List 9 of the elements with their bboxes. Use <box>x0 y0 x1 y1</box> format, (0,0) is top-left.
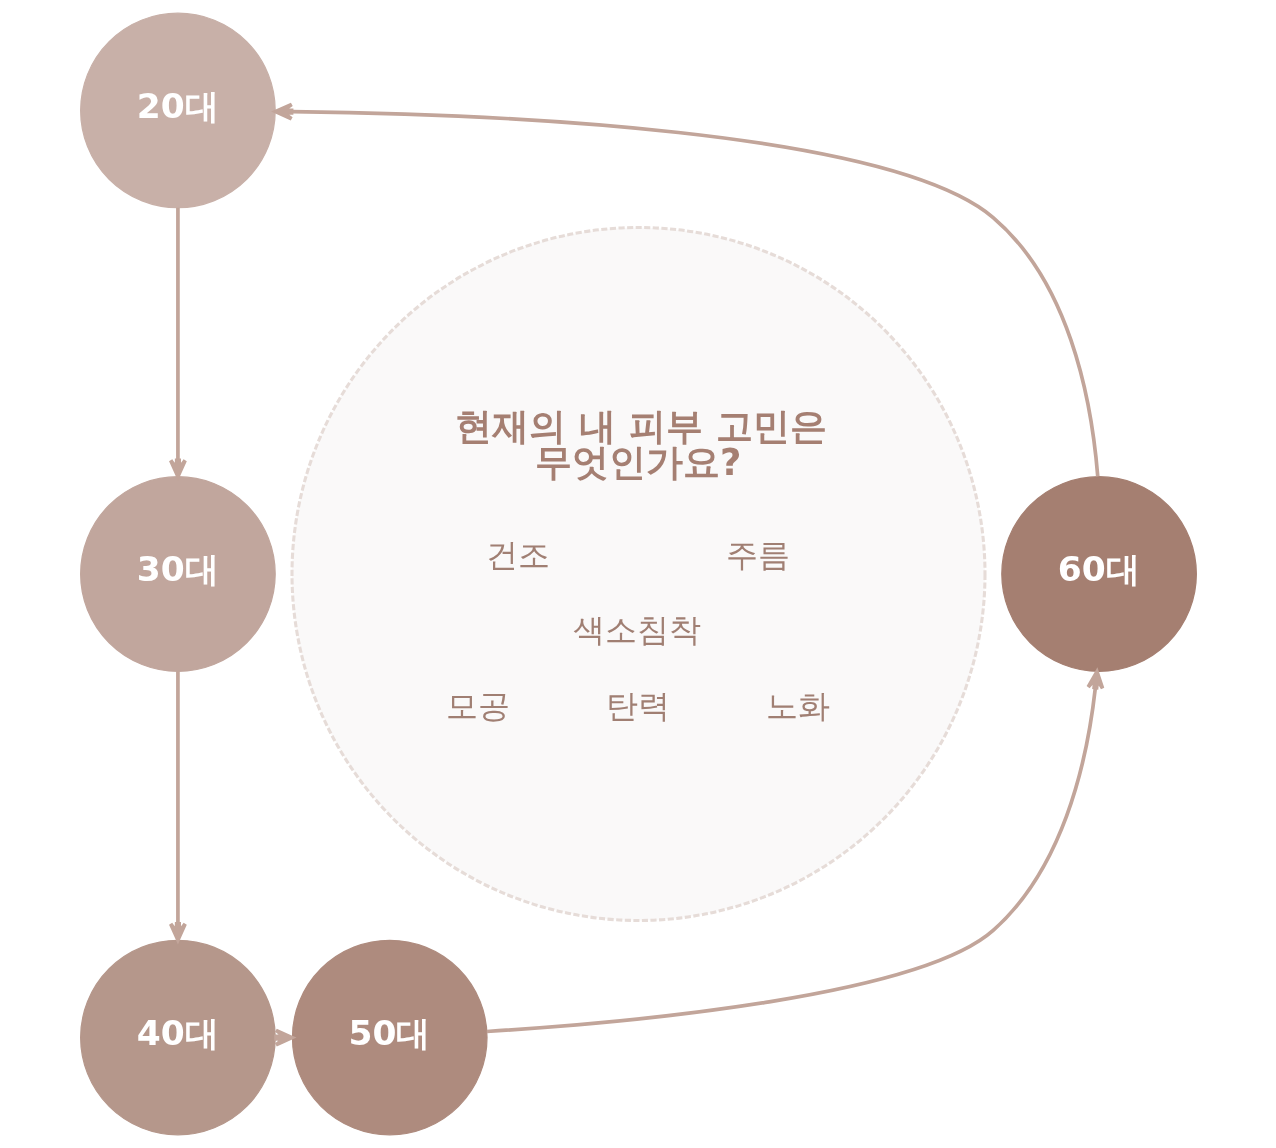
arrow <box>168 671 187 942</box>
arrow <box>273 102 1100 477</box>
node-circle: 30대 <box>79 476 276 672</box>
node-circle: 60대 <box>1000 476 1197 672</box>
node-circle: 50대 <box>291 939 488 1136</box>
node-circle: 현재의 내 피부 고민은 무엇인가요? 건조 주름 색소침착 모공 탄력 노화 <box>289 225 987 923</box>
arrow <box>486 669 1104 1034</box>
node-circle: 20대 <box>79 12 276 209</box>
arrow <box>168 207 187 479</box>
